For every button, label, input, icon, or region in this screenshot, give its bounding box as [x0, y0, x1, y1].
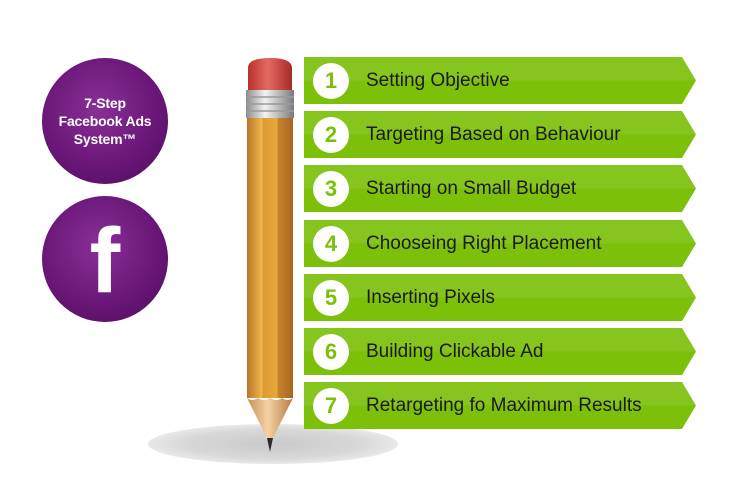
step-item: 4 Chooseing Right Placement [304, 220, 696, 267]
step-number-badge: 2 [313, 117, 349, 153]
step-item: 2 Targeting Based on Behaviour [304, 111, 696, 158]
step-label: Building Clickable Ad [366, 328, 543, 375]
badge-title: 7-Step Facebook Ads System™ [59, 94, 152, 148]
facebook-icon: f [42, 196, 168, 322]
step-label: Retargeting fo Maximum Results [366, 382, 642, 429]
step-item: 7 Retargeting fo Maximum Results [304, 382, 696, 429]
step-number-badge: 3 [313, 171, 349, 207]
step-item: 6 Building Clickable Ad [304, 328, 696, 375]
step-number: 6 [325, 339, 337, 365]
step-item: 1 Setting Objective [304, 57, 696, 104]
step-label: Targeting Based on Behaviour [366, 111, 621, 158]
step-item: 3 Starting on Small Budget [304, 165, 696, 212]
step-number: 3 [325, 176, 337, 202]
step-number-badge: 7 [313, 388, 349, 424]
step-number: 5 [325, 285, 337, 311]
step-arrow-shape [304, 274, 696, 321]
badge-circle: 7-Step Facebook Ads System™ [42, 58, 168, 184]
step-label: Setting Objective [366, 57, 510, 104]
step-number: 7 [325, 393, 337, 419]
step-number-badge: 1 [313, 63, 349, 99]
facebook-letter: f [90, 215, 121, 307]
step-number: 4 [325, 231, 337, 257]
step-number-badge: 4 [313, 226, 349, 262]
step-label: Inserting Pixels [366, 274, 495, 321]
step-label: Starting on Small Budget [366, 165, 576, 212]
step-number-badge: 6 [313, 334, 349, 370]
pencil-illustration [238, 52, 302, 457]
step-item: 5 Inserting Pixels [304, 274, 696, 321]
step-label: Chooseing Right Placement [366, 220, 602, 267]
step-number-badge: 5 [313, 280, 349, 316]
step-number: 2 [325, 122, 337, 148]
step-number: 1 [325, 68, 337, 94]
